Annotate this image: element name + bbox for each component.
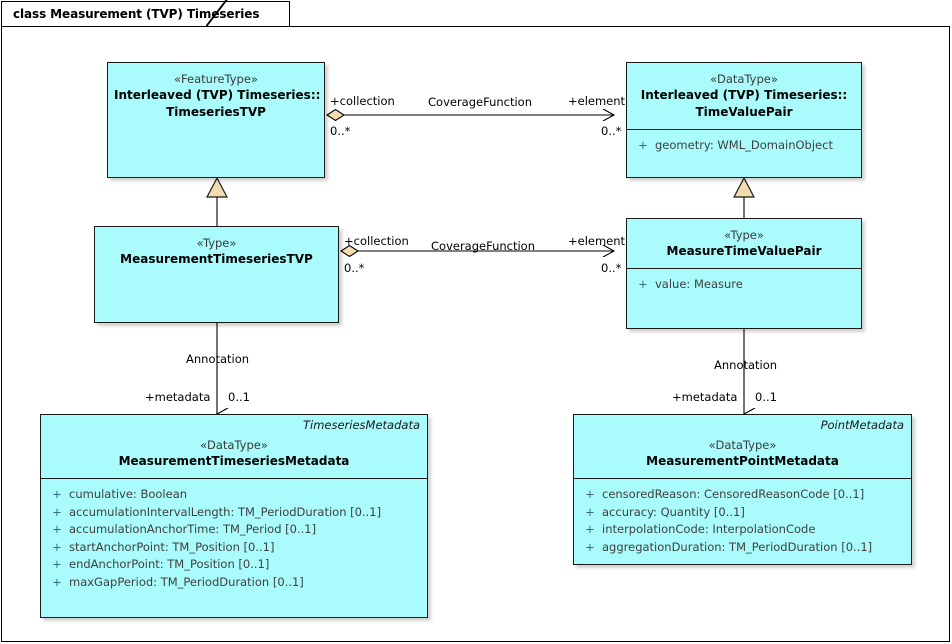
assoc-top-target-mult: 0..*	[601, 124, 622, 138]
class-name-line2: TimeValuePair	[695, 105, 793, 119]
attribute-visibility: +	[52, 539, 62, 554]
diagram-tab-corner-icon	[206, 0, 228, 27]
attribute-row: + endAnchorPoint: TM_Position [0..1]	[45, 556, 423, 574]
assoc-mid-source-role: +collection	[344, 234, 409, 248]
attribute-visibility: +	[585, 487, 595, 501]
assoc-mid-target-role: +element	[568, 234, 626, 248]
annotation-right-mult: 0..1	[755, 390, 777, 404]
attribute-row: + startAnchorPoint: TM_Position [0..1]	[45, 539, 423, 557]
class-stereotype: «FeatureType»	[174, 72, 258, 86]
attribute-visibility: +	[585, 504, 595, 519]
class-name-line1: MeasureTimeValuePair	[666, 244, 822, 258]
attribute-text: aggregationDuration: TM_PeriodDuration […	[602, 539, 873, 554]
attribute-row: + accumulationAnchorTime: TM_Period [0..…	[45, 521, 423, 539]
assoc-top-source-role: +collection	[330, 94, 395, 108]
diagram-tab-label: class Measurement (TVP) Timeseries	[13, 7, 260, 21]
class-name-line1: MeasurementTimeseriesMetadata	[118, 454, 350, 468]
class-header-timeseriestvp: «FeatureType» Interleaved (TVP) Timeseri…	[108, 63, 324, 129]
class-attributes-measuretimevaluepair: + value: Measure	[627, 268, 861, 300]
assoc-top-name: CoverageFunction	[428, 95, 533, 109]
class-stereotype: «DataType»	[708, 438, 777, 452]
attribute-visibility: +	[585, 522, 595, 536]
assoc-mid-name: CoverageFunction	[431, 239, 536, 253]
attribute-text: geometry: WML_DomainObject	[655, 138, 833, 152]
assoc-top-source-mult: 0..*	[330, 124, 351, 138]
class-name-line1: Interleaved (TVP) Timeseries::	[114, 88, 321, 102]
attribute-text: interpolationCode: InterpolationCode	[602, 522, 816, 536]
attribute-text: cumulative: Boolean	[69, 487, 188, 501]
attribute-text: accumulationAnchorTime: TM_Period [0..1]	[69, 522, 317, 536]
annotation-left-mult: 0..1	[228, 390, 250, 404]
class-box-measurementtimeseriestvp[interactable]: «Type» MeasurementTimeseriesTVP	[94, 226, 339, 323]
class-name-line2: TimeseriesTVP	[166, 105, 266, 119]
assoc-mid-source-mult: 0..*	[344, 261, 365, 275]
attribute-visibility: +	[638, 277, 648, 291]
assoc-mid-target-mult: 0..*	[601, 261, 622, 275]
diagram-tab[interactable]: class Measurement (TVP) Timeseries	[1, 1, 291, 26]
attribute-visibility: +	[52, 487, 62, 501]
attribute-row: + accumulationIntervalLength: TM_PeriodD…	[45, 504, 423, 522]
attribute-visibility: +	[52, 522, 62, 536]
class-stereotype: «DataType»	[710, 72, 778, 86]
class-header-measuretimevaluepair: «Type» MeasureTimeValuePair	[627, 219, 861, 268]
attribute-visibility: +	[52, 504, 62, 519]
attribute-text: value: Measure	[655, 277, 743, 291]
class-header-measurementpointmetadata: PointMetadata «DataType» MeasurementPoin…	[574, 415, 911, 478]
attribute-row: + value: Measure	[631, 276, 857, 294]
attribute-visibility: +	[585, 539, 595, 554]
annotation-right-name: Annotation	[714, 358, 778, 372]
class-package-label: TimeseriesMetadata	[302, 418, 420, 432]
annotation-left-name: Annotation	[186, 352, 250, 366]
attribute-text: maxGapPeriod: TM_PeriodDuration [0..1]	[69, 574, 304, 589]
class-header-timevaluepair: «DataType» Interleaved (TVP) Timeseries:…	[627, 63, 861, 129]
attribute-row: + aggregationDuration: TM_PeriodDuration…	[578, 539, 907, 557]
attribute-visibility: +	[52, 557, 62, 571]
class-attributes-timevaluepair: + geometry: WML_DomainObject	[627, 129, 861, 161]
attribute-row: + accuracy: Quantity [0..1]	[578, 504, 907, 522]
attribute-row: + cumulative: Boolean	[45, 486, 423, 504]
attribute-row: + maxGapPeriod: TM_PeriodDuration [0..1]	[45, 574, 423, 592]
attribute-row: + censoredReason: CensoredReasonCode [0.…	[578, 486, 907, 504]
class-box-measurementtimeseriesmetadata[interactable]: TimeseriesMetadata «DataType» Measuremen…	[40, 414, 428, 618]
attribute-text: endAnchorPoint: TM_Position [0..1]	[69, 557, 270, 571]
class-attributes-measurementtimeseriesmetadata: + cumulative: Boolean + accumulationInte…	[41, 478, 427, 597]
attribute-visibility: +	[52, 574, 62, 589]
class-box-measuretimevaluepair[interactable]: «Type» MeasureTimeValuePair + value: Mea…	[626, 218, 862, 329]
assoc-top-target-role: +element	[568, 94, 626, 108]
class-box-timeseriestvp[interactable]: «FeatureType» Interleaved (TVP) Timeseri…	[107, 62, 325, 178]
attribute-text: accumulationIntervalLength: TM_PeriodDur…	[69, 504, 382, 519]
attribute-row: + interpolationCode: InterpolationCode	[578, 521, 907, 539]
class-stereotype: «Type»	[724, 228, 764, 242]
class-attributes-measurementpointmetadata: + censoredReason: CensoredReasonCode [0.…	[574, 478, 911, 562]
attribute-visibility: +	[638, 138, 648, 152]
class-name-line1: Interleaved (TVP) Timeseries::	[640, 88, 848, 102]
attribute-text: censoredReason: CensoredReasonCode [0..1…	[602, 487, 865, 501]
class-header-measurementtimeseriesmetadata: TimeseriesMetadata «DataType» Measuremen…	[41, 415, 427, 478]
class-name-line1: MeasurementTimeseriesTVP	[120, 252, 313, 266]
class-box-measurementpointmetadata[interactable]: PointMetadata «DataType» MeasurementPoin…	[573, 414, 912, 565]
annotation-right-role: +metadata	[672, 390, 738, 404]
class-name-line1: MeasurementPointMetadata	[646, 454, 839, 468]
class-header-measurementtimeseriestvp: «Type» MeasurementTimeseriesTVP	[95, 227, 338, 276]
class-package-label: PointMetadata	[820, 418, 904, 432]
attribute-row: + geometry: WML_DomainObject	[631, 137, 857, 155]
attribute-text: startAnchorPoint: TM_Position [0..1]	[69, 539, 275, 554]
class-box-timevaluepair[interactable]: «DataType» Interleaved (TVP) Timeseries:…	[626, 62, 862, 178]
annotation-left-role: +metadata	[145, 390, 211, 404]
class-stereotype: «DataType»	[200, 438, 268, 452]
attribute-text: accuracy: Quantity [0..1]	[602, 504, 745, 519]
class-stereotype: «Type»	[196, 236, 237, 250]
